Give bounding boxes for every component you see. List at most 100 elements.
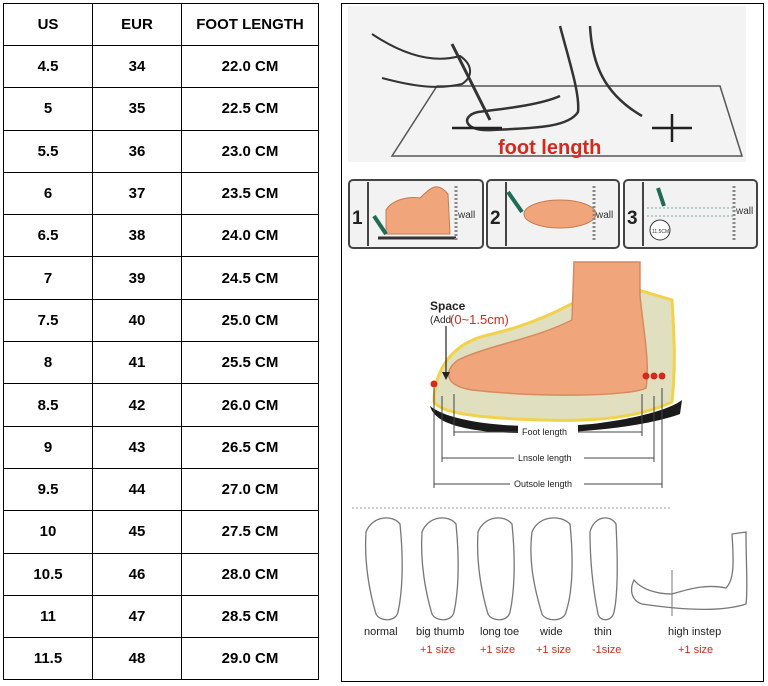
shoe-diagram-foot xyxy=(447,261,649,396)
step-2-number: 2 xyxy=(490,208,501,229)
eur-size-cell: 41 xyxy=(92,341,182,385)
step-1-number: 1 xyxy=(352,208,363,229)
step-3-panel: 3 11.5CM wall xyxy=(623,179,758,249)
foot-outline xyxy=(465,25,580,132)
measuring-foot-drawing: foot length xyxy=(348,6,746,162)
us-size-cell: 9 xyxy=(3,425,93,469)
step-1-panel: 1 wall xyxy=(348,179,484,249)
step-2-panel: 2 wall xyxy=(486,179,620,249)
foot-type-thin: thin xyxy=(594,626,612,638)
us-size-cell: 10 xyxy=(3,510,93,554)
us-size-cell: 6.5 xyxy=(3,214,93,258)
eur-size-cell: 46 xyxy=(92,552,182,596)
thin-foot-icon xyxy=(589,517,618,621)
us-size-cell: 8 xyxy=(3,341,93,385)
shoe-outsole xyxy=(430,400,682,434)
foot-type-normal: normal xyxy=(364,626,398,638)
header-eur: EUR xyxy=(92,3,182,46)
us-size-cell: 5 xyxy=(3,87,93,131)
ruler-magnifier xyxy=(649,219,671,241)
us-size-cell: 6 xyxy=(3,171,93,216)
space-label: Space xyxy=(430,299,466,313)
pencil xyxy=(450,43,492,121)
foot-length-cell: 22.5 CM xyxy=(181,87,319,131)
big-thumb-foot-icon xyxy=(420,517,459,621)
eur-size-cell: 39 xyxy=(92,256,182,300)
foot-length-title: foot length xyxy=(498,137,601,159)
toe-point-marker xyxy=(430,380,438,388)
long-toe-foot-icon xyxy=(476,517,515,621)
foot-length-cell: 29.0 CM xyxy=(181,637,319,681)
eur-size-cell: 36 xyxy=(92,129,182,173)
wide-foot-icon xyxy=(530,517,573,621)
ruler-mark-label: 11.5CM xyxy=(652,229,669,235)
eur-size-cell: 40 xyxy=(92,298,182,343)
adjust-high-instep: +1 size xyxy=(678,644,713,656)
step-3-number: 3 xyxy=(627,208,638,229)
us-size-cell: 8.5 xyxy=(3,383,93,427)
adjust-long-toe: +1 size xyxy=(480,644,515,656)
eur-size-cell: 42 xyxy=(92,383,182,427)
eur-size-cell: 43 xyxy=(92,425,182,469)
eur-size-cell: 34 xyxy=(92,44,182,89)
us-size-cell: 10.5 xyxy=(3,552,93,596)
eur-size-cell: 35 xyxy=(92,87,182,131)
measurement-guide-panel: foot length 1 wall 2 wall 3 xyxy=(341,3,764,682)
table-header-row: US EUR FOOT LENGTH xyxy=(3,3,319,46)
step-3-wall-label: wall xyxy=(735,206,753,217)
heel-point-marker-1 xyxy=(642,372,650,380)
adjust-big-thumb: +1 size xyxy=(420,644,455,656)
heel-point-marker-2 xyxy=(650,372,658,380)
drawing-background xyxy=(348,6,746,162)
eur-size-cell: 45 xyxy=(92,510,182,554)
step-1-foot xyxy=(385,186,451,235)
foot-type-long-toe: long toe xyxy=(480,626,519,638)
foot-length-cell: 28.0 CM xyxy=(181,552,319,596)
add-range-label: (0~1.5cm) xyxy=(450,312,509,327)
eur-size-cell: 37 xyxy=(92,171,182,216)
step-1-pencil xyxy=(372,214,388,236)
foot-length-cell: 28.5 CM xyxy=(181,594,319,639)
add-prefix-label: (Add xyxy=(430,315,451,326)
us-size-cell: 4.5 xyxy=(3,44,93,89)
step-2-wall-label: wall xyxy=(595,210,613,221)
step-1-wall-label: wall xyxy=(457,210,475,221)
us-size-cell: 9.5 xyxy=(3,467,93,512)
step-2-pencil xyxy=(506,190,524,214)
adjust-thin: -1size xyxy=(592,644,621,656)
foot-length-cell: 24.5 CM xyxy=(181,256,319,300)
foot-types-row: normal big thumb long toe wide thin high… xyxy=(352,507,748,656)
adjust-wide: +1 size xyxy=(536,644,571,656)
foot-length-cell: 23.5 CM xyxy=(181,171,319,216)
us-size-cell: 7.5 xyxy=(3,298,93,343)
shoe-fit-diagram: Space (Add (0~1.5cm) Foot length Lnsole … xyxy=(430,261,682,490)
us-size-cell: 5.5 xyxy=(3,129,93,173)
outsole-length-measure-label: Outsole length xyxy=(514,479,572,489)
eur-size-cell: 47 xyxy=(92,594,182,639)
insole-length-measure-label: Lnsole length xyxy=(518,453,572,463)
header-foot-length: FOOT LENGTH xyxy=(181,3,319,46)
foot-length-cell: 26.5 CM xyxy=(181,425,319,469)
foot-length-cell: 26.0 CM xyxy=(181,383,319,427)
high-instep-foot-icon xyxy=(630,531,748,610)
foot-length-cell: 22.0 CM xyxy=(181,44,319,89)
leg-outline xyxy=(588,25,643,118)
foot-length-cell: 27.5 CM xyxy=(181,510,319,554)
step-3-pencil xyxy=(656,187,666,207)
heel-point-marker-3 xyxy=(658,372,666,380)
normal-foot-icon xyxy=(364,517,403,621)
